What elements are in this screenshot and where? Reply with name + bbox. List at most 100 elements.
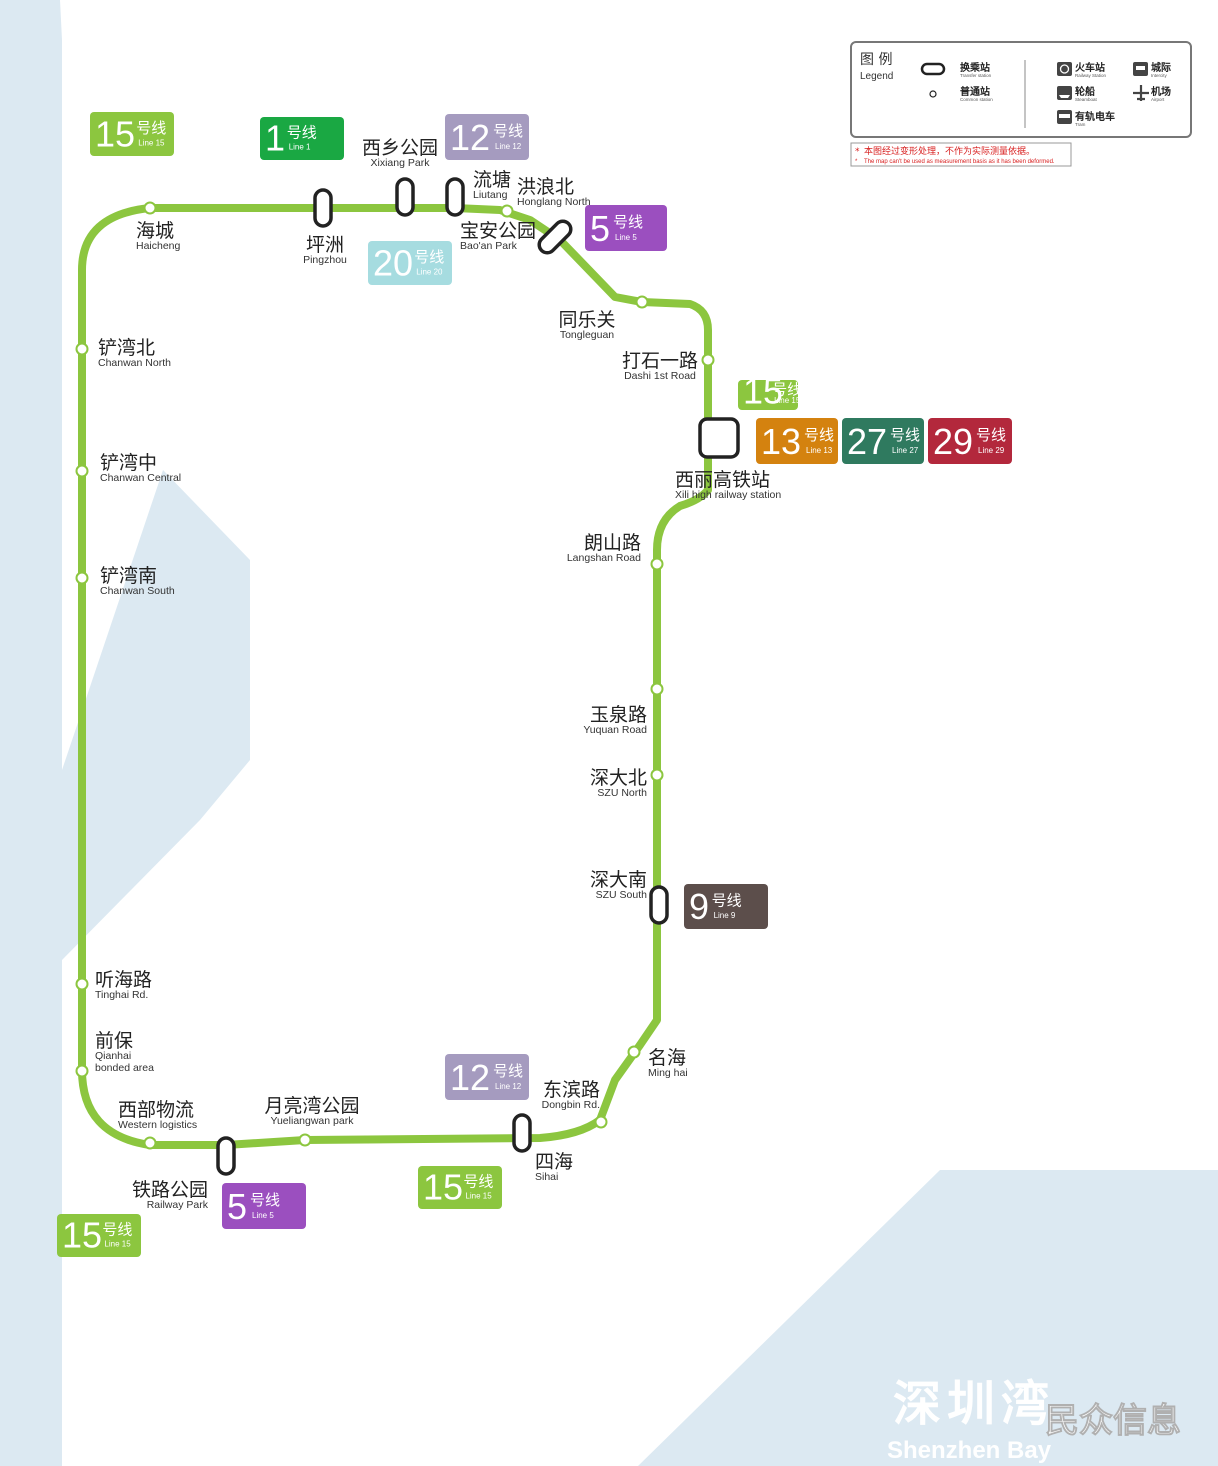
- station-marker[interactable]: [75, 342, 89, 356]
- transfer-station-marker[interactable]: [445, 177, 465, 217]
- legend-ferry-en: Steamboat: [1075, 97, 1098, 102]
- intercity-icon-mark: [1136, 66, 1145, 70]
- tram-icon-mark: [1059, 114, 1070, 118]
- badge-background: [445, 114, 529, 160]
- legend-common-en: Common station: [960, 97, 993, 102]
- station-name-cn: 前保: [95, 1030, 133, 1052]
- badge-label: 号线: [287, 124, 317, 142]
- transfer-station-marker[interactable]: [395, 177, 415, 217]
- station-marker[interactable]: [298, 1133, 312, 1147]
- badge-number: 12: [450, 117, 490, 158]
- ferry-icon-mark: [1059, 95, 1070, 98]
- transfer-station-marker[interactable]: [216, 1136, 236, 1176]
- badge-label: 号线: [102, 1221, 132, 1239]
- station-name-cn: 宝安公园: [460, 220, 536, 242]
- legend-transfer-cn: 换乘站: [960, 61, 990, 74]
- badge-line-en: Line 13: [806, 446, 833, 455]
- station-marker[interactable]: [650, 682, 664, 696]
- transfer-station-marker[interactable]: [649, 885, 669, 925]
- legend-ferry-cn: 轮船: [1075, 85, 1095, 98]
- badge-background: [260, 117, 344, 160]
- station-marker[interactable]: [701, 353, 715, 367]
- station-marker[interactable]: [650, 557, 664, 571]
- transfer-station-marker[interactable]: [698, 417, 740, 459]
- station-name-en: Western logistics: [118, 1119, 197, 1131]
- badge-label: 号线: [804, 426, 834, 444]
- transfer-station-marker[interactable]: [536, 218, 574, 256]
- legend-intercity-cn: 城际: [1151, 61, 1171, 74]
- note-en: The map can't be used as measurement bas…: [864, 159, 1055, 165]
- badge-background: [738, 380, 798, 410]
- badge-number: 27: [847, 421, 887, 462]
- station-name-cn: 同乐关: [558, 309, 615, 331]
- station-name-cn: 西部物流: [118, 1099, 194, 1121]
- legend-airport-en: Airport: [1151, 97, 1165, 102]
- badge-number: 15: [62, 1215, 102, 1256]
- note-star: *: [855, 147, 860, 157]
- station-marker[interactable]: [143, 201, 157, 215]
- station-marker[interactable]: [75, 571, 89, 585]
- station-marker[interactable]: [650, 768, 664, 782]
- station-marker[interactable]: [75, 1064, 89, 1078]
- badge-label: 号线: [136, 119, 166, 137]
- badge-line-en: Line 12: [495, 142, 522, 151]
- transfer-station-marker[interactable]: [512, 1113, 532, 1153]
- station-marker[interactable]: [627, 1045, 641, 1059]
- station-marker[interactable]: [75, 977, 89, 991]
- transfer-station-marker[interactable]: [313, 188, 333, 228]
- airport-icon: [1133, 85, 1149, 101]
- badge-label: 号线: [890, 426, 920, 444]
- station-marker[interactable]: [635, 295, 649, 309]
- station-name-en: Xili high railway station: [675, 489, 781, 501]
- station-name-en: Sihai: [535, 1171, 558, 1183]
- station-marker[interactable]: [500, 204, 514, 218]
- station-name-en: Xixiang Park: [371, 157, 431, 169]
- legend-railway-en: Railway Station: [1075, 73, 1107, 78]
- station-name-en: Dongbin Rd.: [542, 1099, 600, 1111]
- deformation-note: * 本图经过变形处理，不作为实际测量依据。 * The map can't be…: [850, 142, 1072, 167]
- station-name-cn: 听海路: [95, 969, 152, 991]
- station-marker[interactable]: [75, 464, 89, 478]
- railway-station-icon: [1057, 62, 1072, 76]
- station-marker[interactable]: [594, 1115, 608, 1129]
- station-name-en: Qianhai: [95, 1050, 131, 1062]
- badge-background: [222, 1183, 306, 1229]
- station-name-en: Langshan Road: [567, 552, 641, 564]
- badge-background: [585, 205, 667, 251]
- legend-transfer-en: Transfer station: [960, 73, 992, 78]
- badge-background: [90, 112, 174, 156]
- station-marker[interactable]: [143, 1136, 157, 1150]
- badge-number: 1: [265, 118, 285, 159]
